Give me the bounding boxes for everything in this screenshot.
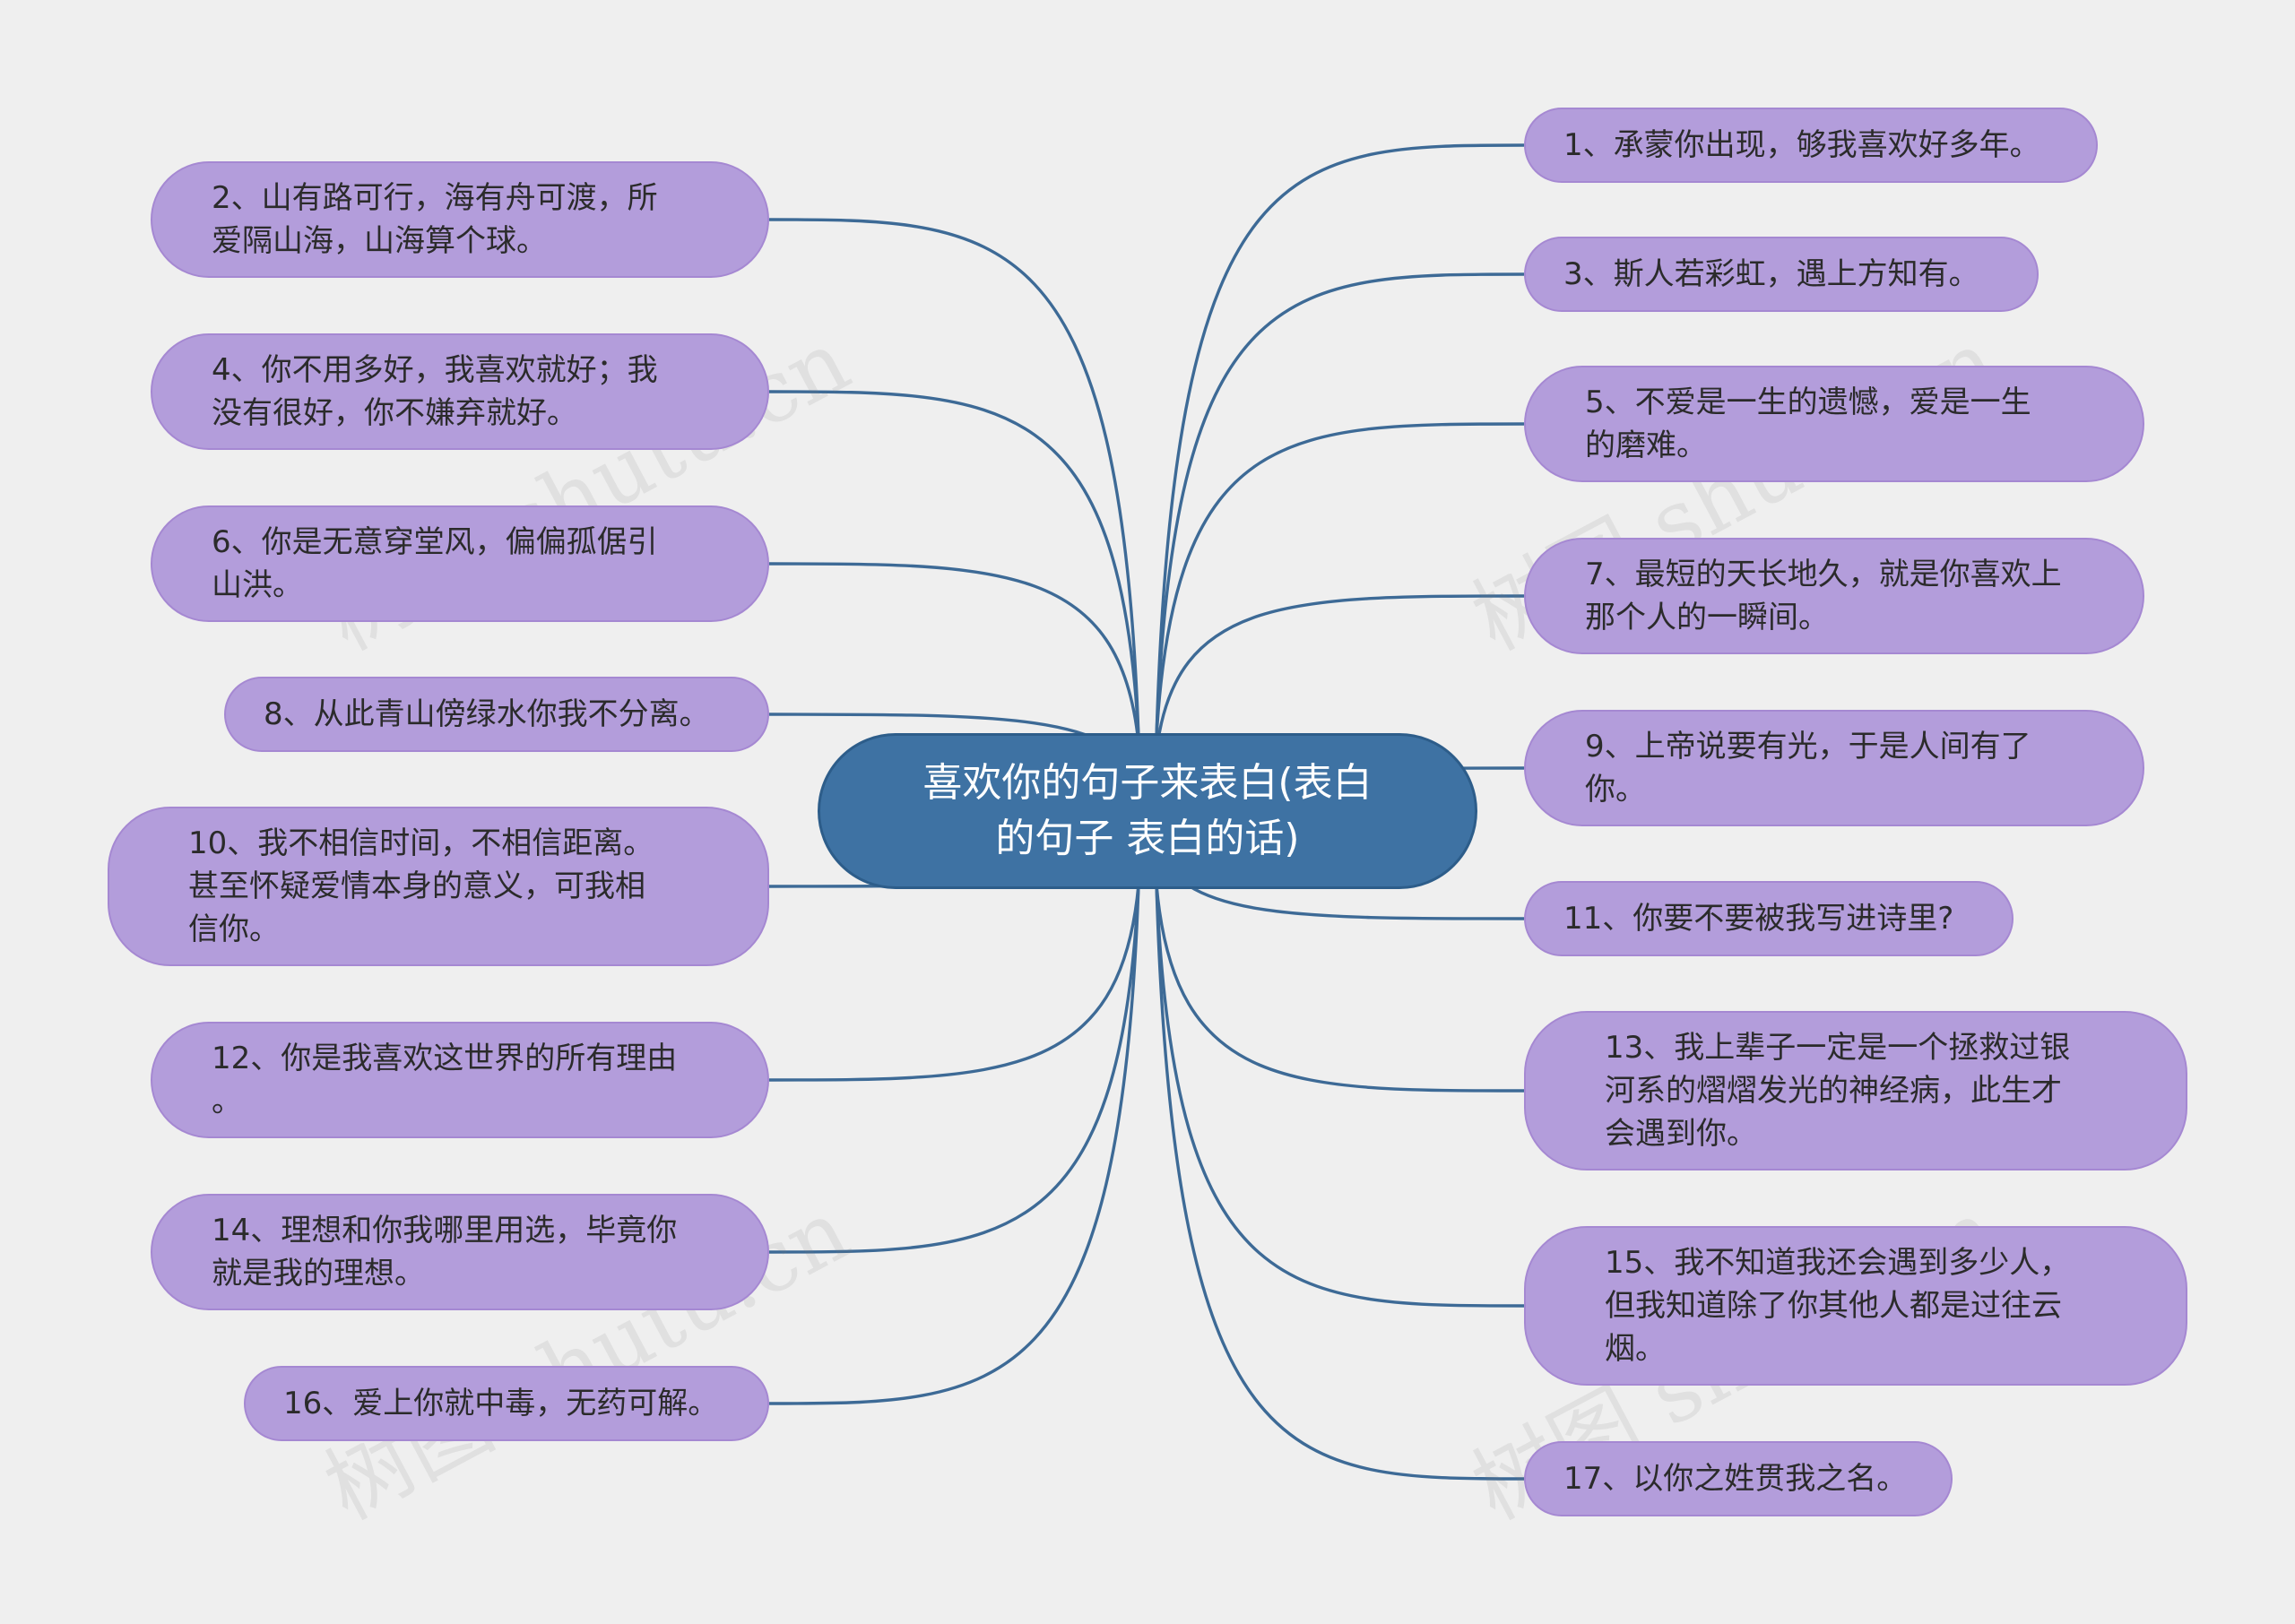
- connector-node-7: [1155, 594, 1525, 753]
- connector-node-4: [768, 390, 1140, 739]
- node-8[interactable]: 8、从此青山傍绿水你我不分离。: [224, 677, 769, 752]
- node-7[interactable]: 7、最短的天长地久，就是你喜欢上 那个人的一瞬间。: [1524, 538, 2144, 654]
- node-2[interactable]: 2、山有路可行，海有舟可渡，所 爱隔山海，山海算个球。: [151, 161, 769, 278]
- node-17[interactable]: 17、以你之姓贯我之名。: [1524, 1441, 1953, 1516]
- connector-node-1: [1155, 143, 1525, 739]
- connector-node-2: [768, 218, 1140, 739]
- node-4[interactable]: 4、你不用多好，我喜欢就好；我 没有很好，你不嫌弃就好。: [151, 333, 769, 450]
- center-topic[interactable]: 喜欢你的句子来表白(表白 的句子 表白的话): [818, 733, 1477, 889]
- connector-node-13: [1155, 884, 1525, 1093]
- node-6[interactable]: 6、你是无意穿堂风，偏偏孤倨引 山洪。: [151, 505, 769, 622]
- connector-node-17: [1155, 884, 1525, 1481]
- connector-node-12: [768, 884, 1140, 1082]
- node-10[interactable]: 10、我不相信时间，不相信距离。 甚至怀疑爱情本身的意义，可我相 信你。: [108, 807, 769, 966]
- connector-node-5: [1155, 422, 1525, 739]
- node-15[interactable]: 15、我不知道我还会遇到多少人， 但我知道除了你其他人都是过往云 烟。: [1524, 1226, 2187, 1386]
- node-16[interactable]: 16、爱上你就中毒，无药可解。: [244, 1366, 769, 1441]
- node-3[interactable]: 3、斯人若彩虹，遇上方知有。: [1524, 237, 2039, 312]
- connector-node-14: [768, 884, 1140, 1254]
- connector-node-16: [768, 884, 1140, 1405]
- node-9[interactable]: 9、上帝说要有光，于是人间有了 你。: [1524, 710, 2144, 826]
- connector-node-6: [768, 562, 1140, 744]
- connector-node-15: [1155, 884, 1525, 1308]
- node-13[interactable]: 13、我上辈子一定是一个拯救过银 河系的熠熠发光的神经病，此生才 会遇到你。: [1524, 1011, 2187, 1170]
- node-5[interactable]: 5、不爱是一生的遗憾，爱是一生 的磨难。: [1524, 366, 2144, 482]
- node-11[interactable]: 11、你要不要被我写进诗里?: [1524, 881, 2014, 956]
- node-12[interactable]: 12、你是我喜欢这世界的所有理由 。: [151, 1022, 769, 1138]
- node-14[interactable]: 14、理想和你我哪里用选，毕竟你 就是我的理想。: [151, 1194, 769, 1310]
- connector-node-3: [1155, 272, 1525, 739]
- node-1[interactable]: 1、承蒙你出现，够我喜欢好多年。: [1524, 108, 2098, 183]
